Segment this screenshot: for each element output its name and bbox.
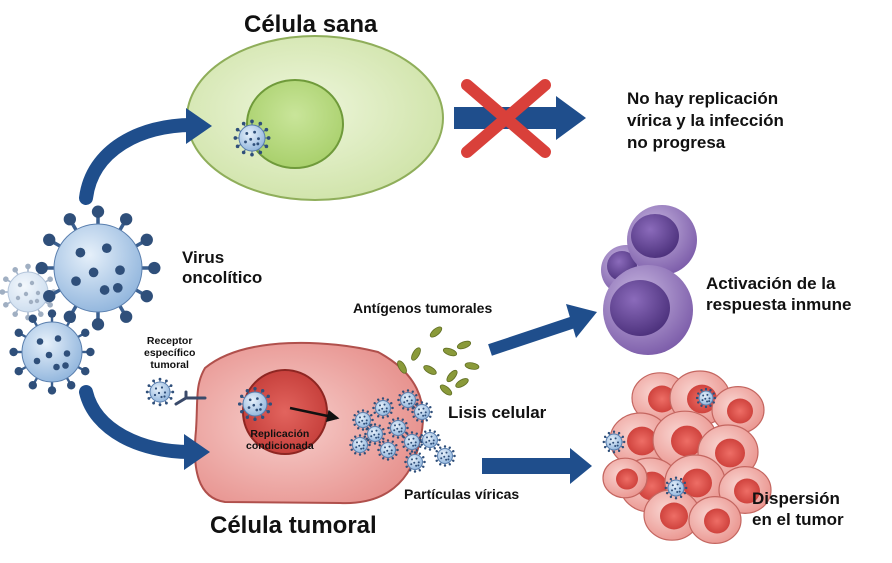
released-virus-particle — [397, 389, 419, 411]
tumor-cluster-cell — [609, 412, 671, 468]
tumor-cluster-cell — [643, 489, 701, 541]
released-virus-particle — [377, 439, 399, 461]
antigen-particle — [442, 347, 458, 357]
conditioned-replication-label: Replicación condicionada — [246, 428, 314, 453]
antigen-particle — [423, 365, 437, 375]
tumor-cluster-cell — [602, 457, 648, 499]
antigen-particle — [411, 347, 421, 361]
dispersing-virus — [602, 430, 626, 454]
virus-at-receptor — [145, 377, 175, 407]
released-virus-particle — [364, 423, 386, 445]
dispersing-virus — [664, 476, 688, 500]
receptor-label: Receptor específico tumoral — [144, 335, 196, 372]
tumor-cell-title: Célula tumoral — [210, 512, 377, 539]
arrow-virus-to-healthy — [79, 108, 212, 205]
antigen-particle — [446, 369, 458, 383]
antigen-particle — [429, 326, 443, 338]
released-virus-particle — [372, 397, 394, 419]
arrow-to-dispersion — [482, 448, 592, 484]
antigens-label: Antígenos tumorales — [353, 300, 493, 316]
immune-activation-label: Activación de la respuesta inmune — [706, 274, 852, 315]
released-virus-particle — [352, 409, 374, 431]
immune-cells — [601, 205, 697, 355]
no-replication-label: No hay replicación vírica y la infección… — [627, 89, 784, 153]
particles-label: Partículas víricas — [404, 486, 520, 502]
released-virus-particle — [401, 431, 423, 453]
arrow-to-immune — [488, 304, 597, 356]
healthy-cell — [186, 35, 444, 201]
dispersion-label: Dispersión en el tumor — [752, 489, 844, 530]
released-virus-particle — [404, 451, 426, 473]
virus-label: Virus oncolítico — [182, 248, 263, 287]
tumor-antigens — [397, 326, 480, 396]
antigen-particle — [456, 340, 472, 350]
released-virus-particle — [419, 429, 441, 451]
tumor-cell — [193, 341, 424, 505]
tumor-cluster-cell — [688, 496, 742, 545]
arrow-virus-to-tumor — [79, 385, 210, 470]
oncolytic-virus-secondary — [9, 309, 95, 395]
antigen-particle — [464, 362, 480, 370]
released-virus-particle — [411, 401, 433, 423]
released-virus-particle — [349, 434, 371, 456]
virus-in-healthy-nucleus — [233, 119, 271, 157]
released-virus-particle — [387, 417, 409, 439]
lysis-label: Lisis celular — [448, 403, 547, 422]
dispersing-virus — [695, 387, 717, 409]
tumor-cluster-cell — [711, 386, 765, 435]
antigen-particle — [455, 378, 469, 388]
antigen-particle — [439, 384, 453, 396]
healthy-cell-title: Célula sana — [244, 11, 378, 38]
virus-in-tumor-nucleus — [237, 386, 273, 422]
antigen-particle — [397, 360, 407, 374]
released-virus-particle — [434, 445, 456, 467]
virus-particles — [0, 119, 717, 500]
oncolytic-virus-main — [35, 205, 161, 331]
tumor-receptor — [174, 390, 207, 406]
blocked-arrow — [454, 79, 586, 158]
tumor-cluster — [602, 370, 772, 545]
